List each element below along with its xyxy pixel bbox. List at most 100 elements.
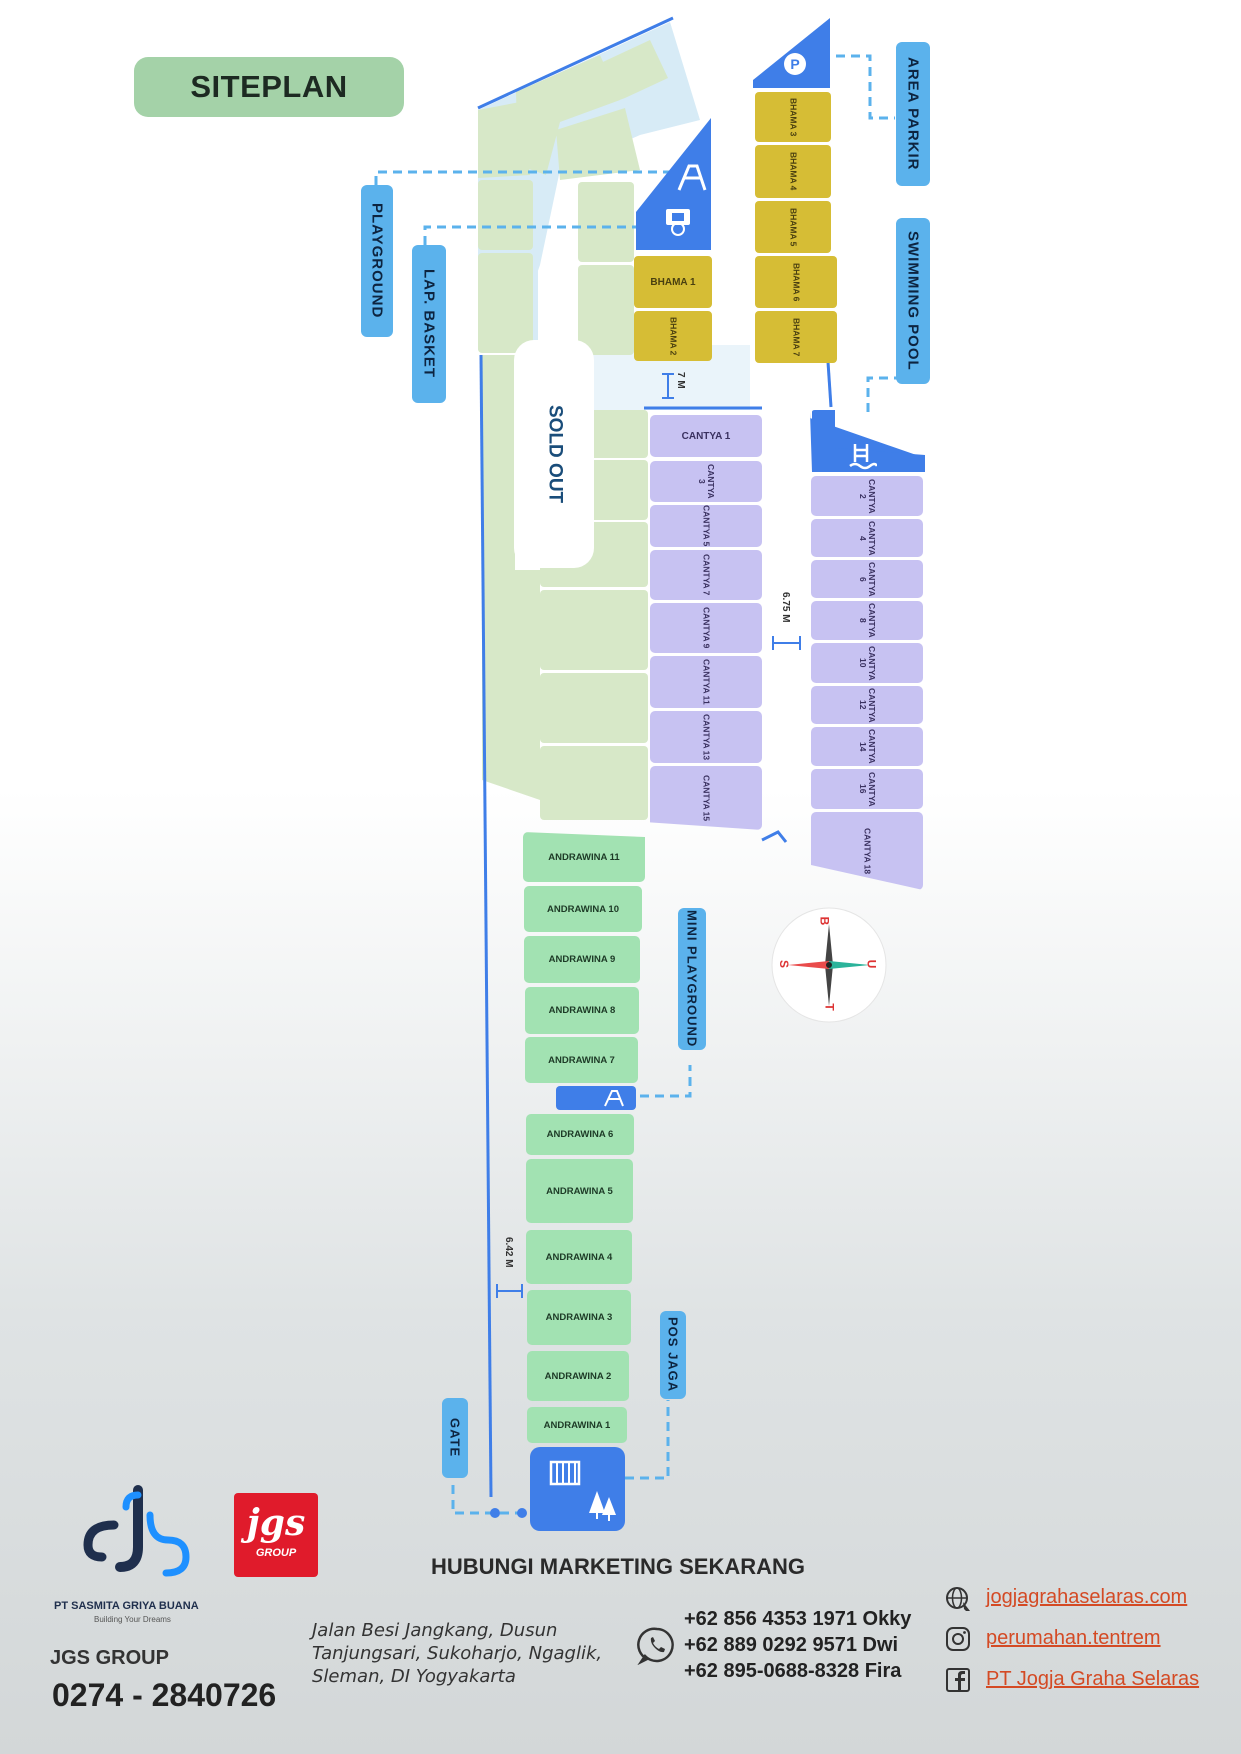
unit-andrawina-3[interactable]: ANDRAWINA 3 bbox=[527, 1290, 631, 1345]
parking-area bbox=[753, 18, 830, 88]
boundary-line bbox=[826, 361, 833, 408]
company-tagline: Building Your Dreams bbox=[94, 1615, 171, 1624]
boundary-line bbox=[479, 354, 493, 1498]
address-line: Sleman, DI Yogyakarta bbox=[312, 1666, 516, 1687]
basket-court-label: LAP. BASKET bbox=[412, 245, 446, 403]
gate-icon bbox=[547, 1454, 583, 1490]
green-lot bbox=[540, 746, 648, 820]
unit-cantya-9[interactable]: CANTYA 9 bbox=[650, 603, 762, 653]
unit-cantya-4[interactable]: CANTYA 4 bbox=[811, 519, 923, 557]
unit-bhama-3[interactable]: BHAMA 3 bbox=[755, 92, 831, 142]
unit-andrawina-11[interactable]: ANDRAWINA 11 bbox=[523, 832, 645, 882]
compass-icon bbox=[770, 906, 888, 1024]
sold-out-block: SOLD OUT bbox=[514, 340, 594, 568]
page-title: SITEPLAN bbox=[134, 57, 404, 117]
unit-cantya-6[interactable]: CANTYA 6 bbox=[811, 560, 923, 598]
company-name: PT SASMITA GRIYA BUANA bbox=[54, 1600, 199, 1612]
jgs-logo: jgs GROUP bbox=[234, 1493, 318, 1577]
website-link[interactable]: jogjagrahaselaras.com bbox=[986, 1586, 1188, 1608]
group-name: JGS GROUP bbox=[50, 1647, 169, 1669]
unit-cantya-7[interactable]: CANTYA 7 bbox=[650, 550, 762, 600]
unit-andrawina-7[interactable]: ANDRAWINA 7 bbox=[525, 1037, 638, 1083]
unit-cantya-12[interactable]: CANTYA 12 bbox=[811, 686, 923, 724]
marketing-phones: +62 856 4353 1971 Okky +62 889 0292 9571… bbox=[684, 1606, 911, 1684]
unit-bhama-5[interactable]: BHAMA 5 bbox=[755, 201, 831, 253]
dimension-label: 6.75 M bbox=[780, 592, 791, 623]
green-lot bbox=[478, 180, 533, 250]
unit-bhama-7[interactable]: BHAMA 7 bbox=[755, 311, 837, 363]
unit-cantya-2[interactable]: CANTYA 2 bbox=[811, 476, 923, 516]
unit-andrawina-8[interactable]: ANDRAWINA 8 bbox=[525, 987, 639, 1034]
unit-bhama-6[interactable]: BHAMA 6 bbox=[755, 256, 837, 308]
compass-west-label: B bbox=[817, 916, 832, 926]
unit-bhama-1[interactable]: BHAMA 1 bbox=[634, 256, 712, 308]
connector-line bbox=[423, 225, 676, 245]
unit-cantya-13[interactable]: CANTYA 13 bbox=[650, 711, 762, 763]
boundary-line bbox=[761, 830, 788, 843]
green-lot bbox=[578, 265, 634, 355]
unit-cantya-11[interactable]: CANTYA 11 bbox=[650, 656, 762, 708]
sold-out-label: SOLD OUT bbox=[544, 404, 566, 504]
connector-line bbox=[640, 1065, 692, 1098]
playground-area bbox=[636, 118, 711, 250]
unit-cantya-10[interactable]: CANTYA 10 bbox=[811, 643, 923, 683]
unit-cantya-16[interactable]: CANTYA 16 bbox=[811, 769, 923, 809]
green-lot bbox=[482, 355, 540, 800]
area-parkir-label: AREA PARKIR bbox=[896, 42, 930, 186]
gate-dot bbox=[517, 1508, 527, 1518]
green-lot bbox=[540, 590, 648, 670]
unit-andrawina-6[interactable]: ANDRAWINA 6 bbox=[526, 1114, 634, 1155]
unit-cantya-14[interactable]: CANTYA 14 bbox=[811, 727, 923, 766]
whatsapp-icon bbox=[637, 1625, 677, 1665]
unit-andrawina-1[interactable]: ANDRAWINA 1 bbox=[527, 1407, 627, 1443]
connector-line bbox=[866, 376, 910, 415]
phone-number[interactable]: +62 856 4353 1971 Okky bbox=[684, 1608, 912, 1630]
pos-jaga-label: POS JAGA bbox=[660, 1311, 686, 1399]
unit-bhama-4[interactable]: BHAMA 4 bbox=[755, 145, 831, 198]
tree-icon bbox=[586, 1487, 618, 1523]
playground-label: PLAYGROUND bbox=[361, 185, 393, 337]
unit-cantya-5[interactable]: CANTYA 5 bbox=[650, 505, 762, 547]
globe-icon bbox=[944, 1585, 972, 1613]
green-lot bbox=[560, 40, 668, 118]
sasmita-logo bbox=[78, 1485, 198, 1585]
address-line: Tanjungsari, Sukoharjo, Ngaglik, bbox=[312, 1643, 603, 1664]
swimming-pool-label: SWIMMING POOL bbox=[896, 218, 930, 384]
unit-cantya-15[interactable]: CANTYA 15 bbox=[650, 766, 762, 830]
unit-andrawina-5[interactable]: ANDRAWINA 5 bbox=[526, 1159, 633, 1223]
unit-andrawina-9[interactable]: ANDRAWINA 9 bbox=[524, 936, 640, 983]
dimension-label: 7 M bbox=[675, 372, 686, 389]
facebook-icon bbox=[944, 1666, 972, 1694]
boundary-line bbox=[477, 16, 674, 110]
address-line: Jalan Besi Jangkang, Dusun bbox=[312, 1620, 558, 1641]
unit-cantya-1[interactable]: CANTYA 1 bbox=[650, 415, 762, 457]
phone-number[interactable]: +62 889 0292 9571 Dwi bbox=[684, 1634, 899, 1656]
playground-icon bbox=[602, 1088, 626, 1108]
unit-bhama-2[interactable]: BHAMA 2 bbox=[634, 311, 712, 361]
unit-cantya-8[interactable]: CANTYA 8 bbox=[811, 601, 923, 640]
playground-icon bbox=[675, 160, 709, 194]
connector-line bbox=[625, 1400, 670, 1480]
green-lot bbox=[478, 253, 533, 353]
mini-playground-label: MINI PLAYGROUND bbox=[678, 908, 706, 1050]
unit-andrawina-2[interactable]: ANDRAWINA 2 bbox=[527, 1351, 629, 1401]
compass-east-label: T bbox=[822, 1003, 837, 1011]
connector-line bbox=[451, 1485, 522, 1515]
facebook-link[interactable]: PT Jogja Graha Selaras bbox=[986, 1668, 1200, 1690]
pool-icon bbox=[847, 440, 877, 470]
office-phone[interactable]: 0274 - 2840726 bbox=[52, 1677, 277, 1713]
instagram-icon bbox=[944, 1625, 972, 1653]
instagram-link[interactable]: perumahan.tentrem bbox=[986, 1627, 1161, 1649]
compass-south-label: S bbox=[777, 959, 792, 969]
connector-line bbox=[836, 54, 895, 120]
dimension-label: 6.42 M bbox=[503, 1237, 514, 1268]
unit-andrawina-4[interactable]: ANDRAWINA 4 bbox=[526, 1230, 632, 1284]
unit-cantya-3[interactable]: CANTYA 3 bbox=[650, 461, 762, 502]
office-address: Jalan Besi Jangkang, Dusun Tanjungsari, … bbox=[312, 1619, 602, 1688]
compass-north-label: U bbox=[864, 959, 879, 969]
unit-andrawina-10[interactable]: ANDRAWINA 10 bbox=[524, 886, 642, 932]
phone-number[interactable]: +62 895-0688-8328 Fira bbox=[684, 1660, 902, 1682]
green-lot bbox=[578, 182, 634, 262]
marketing-cta: HUBUNGI MARKETING SEKARANG bbox=[431, 1554, 805, 1579]
pool-area bbox=[812, 410, 925, 472]
